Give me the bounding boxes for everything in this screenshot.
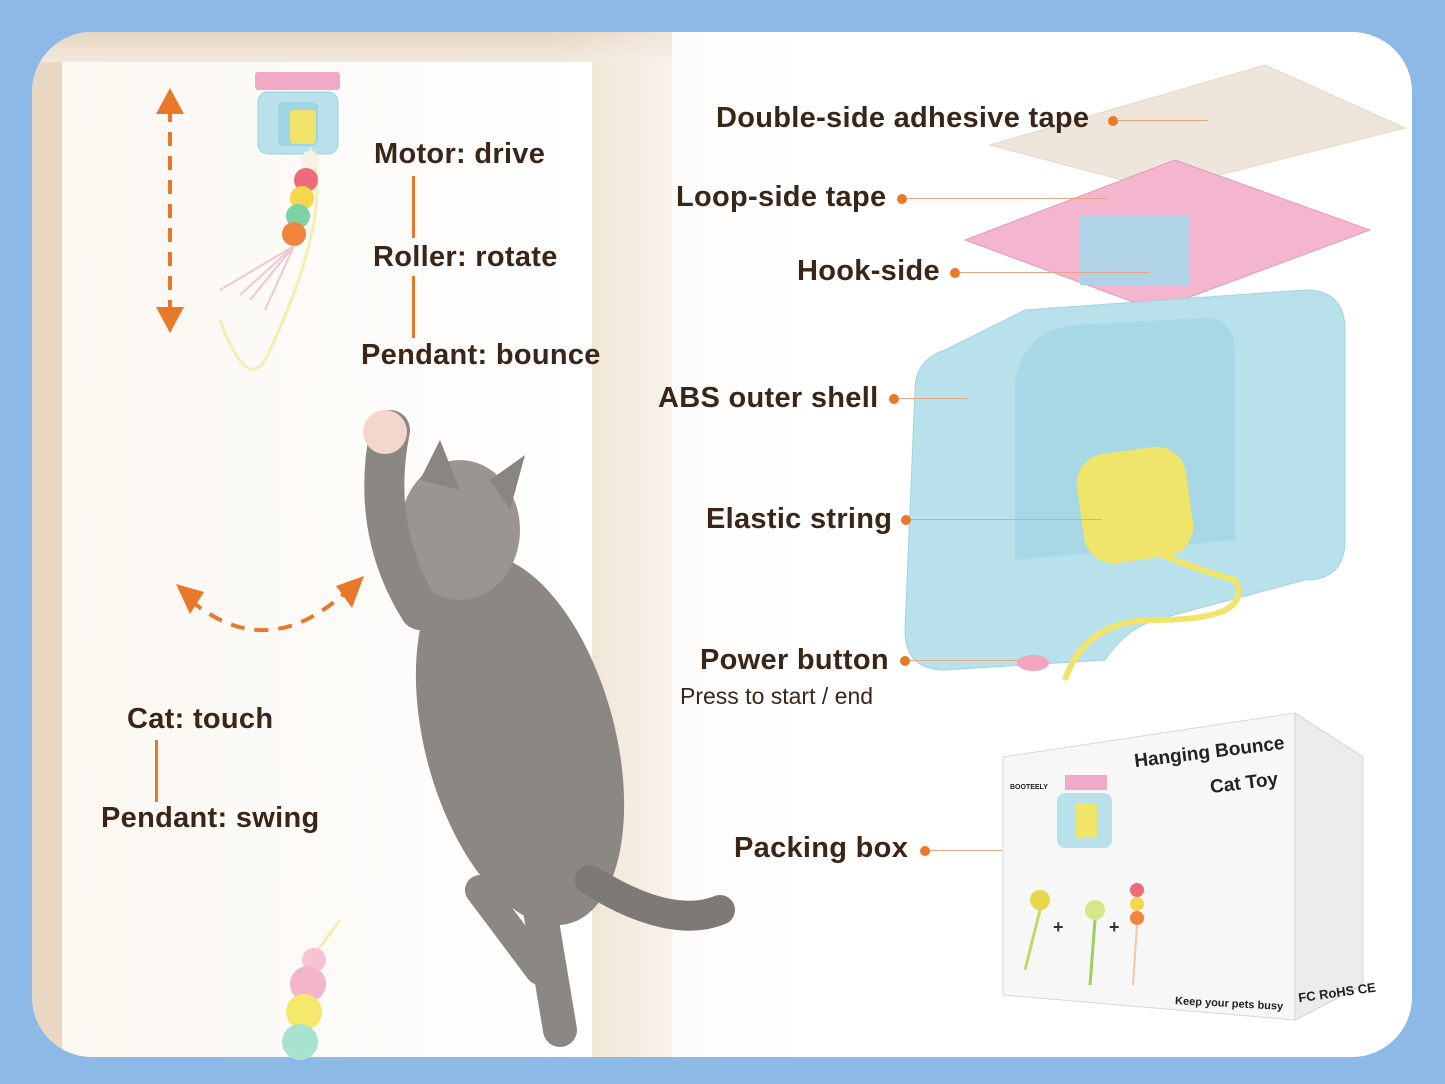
mounted-toy-illustration	[218, 72, 340, 371]
power-button-sublabel: Press to start / end	[680, 683, 874, 709]
swing-arrow-icon	[176, 576, 364, 632]
abs-shell-label: ABS outer shell	[658, 382, 879, 414]
svg-text:+: +	[1053, 917, 1064, 937]
exploded-product-illustration	[904, 64, 1407, 681]
power-button-label: Power button	[700, 644, 889, 676]
hook-side-leader	[960, 272, 1150, 273]
hook-side-dot	[950, 268, 960, 278]
cat-touch-label: Cat: touch	[127, 703, 274, 735]
cat-illustration	[363, 410, 735, 1047]
pendant-swing-label: Pendant: swing	[101, 802, 320, 834]
packing-box-illustration: + +	[1002, 712, 1364, 1021]
adhesive-tape-label: Double-side adhesive tape	[716, 102, 1090, 134]
adhesive-tape-dot	[1108, 116, 1118, 126]
loop-tape-label: Loop-side tape	[676, 181, 887, 213]
pendant-bounce-label: Pendant: bounce	[361, 339, 601, 371]
loop-tape-leader	[907, 198, 1107, 199]
bounce-arrow-icon	[156, 88, 184, 333]
motor-label: Motor: drive	[374, 138, 546, 170]
elastic-string-dot	[901, 515, 911, 525]
packing-box-dot	[920, 846, 930, 856]
cat-pendant-connector	[155, 740, 158, 802]
box-brand: BOOTEELY	[1010, 784, 1048, 791]
roller-pendant-connector	[412, 276, 415, 338]
elastic-string-label: Elastic string	[706, 503, 893, 535]
power-button-leader	[910, 660, 1020, 661]
packing-box-leader	[930, 850, 1040, 851]
abs-shell-leader	[899, 398, 967, 399]
packing-box-label: Packing box	[734, 832, 909, 864]
loop-tape-dot	[897, 194, 907, 204]
power-button-dot	[900, 656, 910, 666]
motor-roller-connector	[412, 176, 415, 238]
abs-shell-dot	[889, 394, 899, 404]
hook-side-label: Hook-side	[797, 255, 940, 287]
adhesive-tape-leader	[1118, 120, 1208, 121]
lower-pendant-illustration	[282, 919, 342, 1060]
svg-text:+: +	[1109, 917, 1120, 937]
roller-label: Roller: rotate	[373, 241, 558, 273]
elastic-string-leader	[911, 519, 1101, 520]
